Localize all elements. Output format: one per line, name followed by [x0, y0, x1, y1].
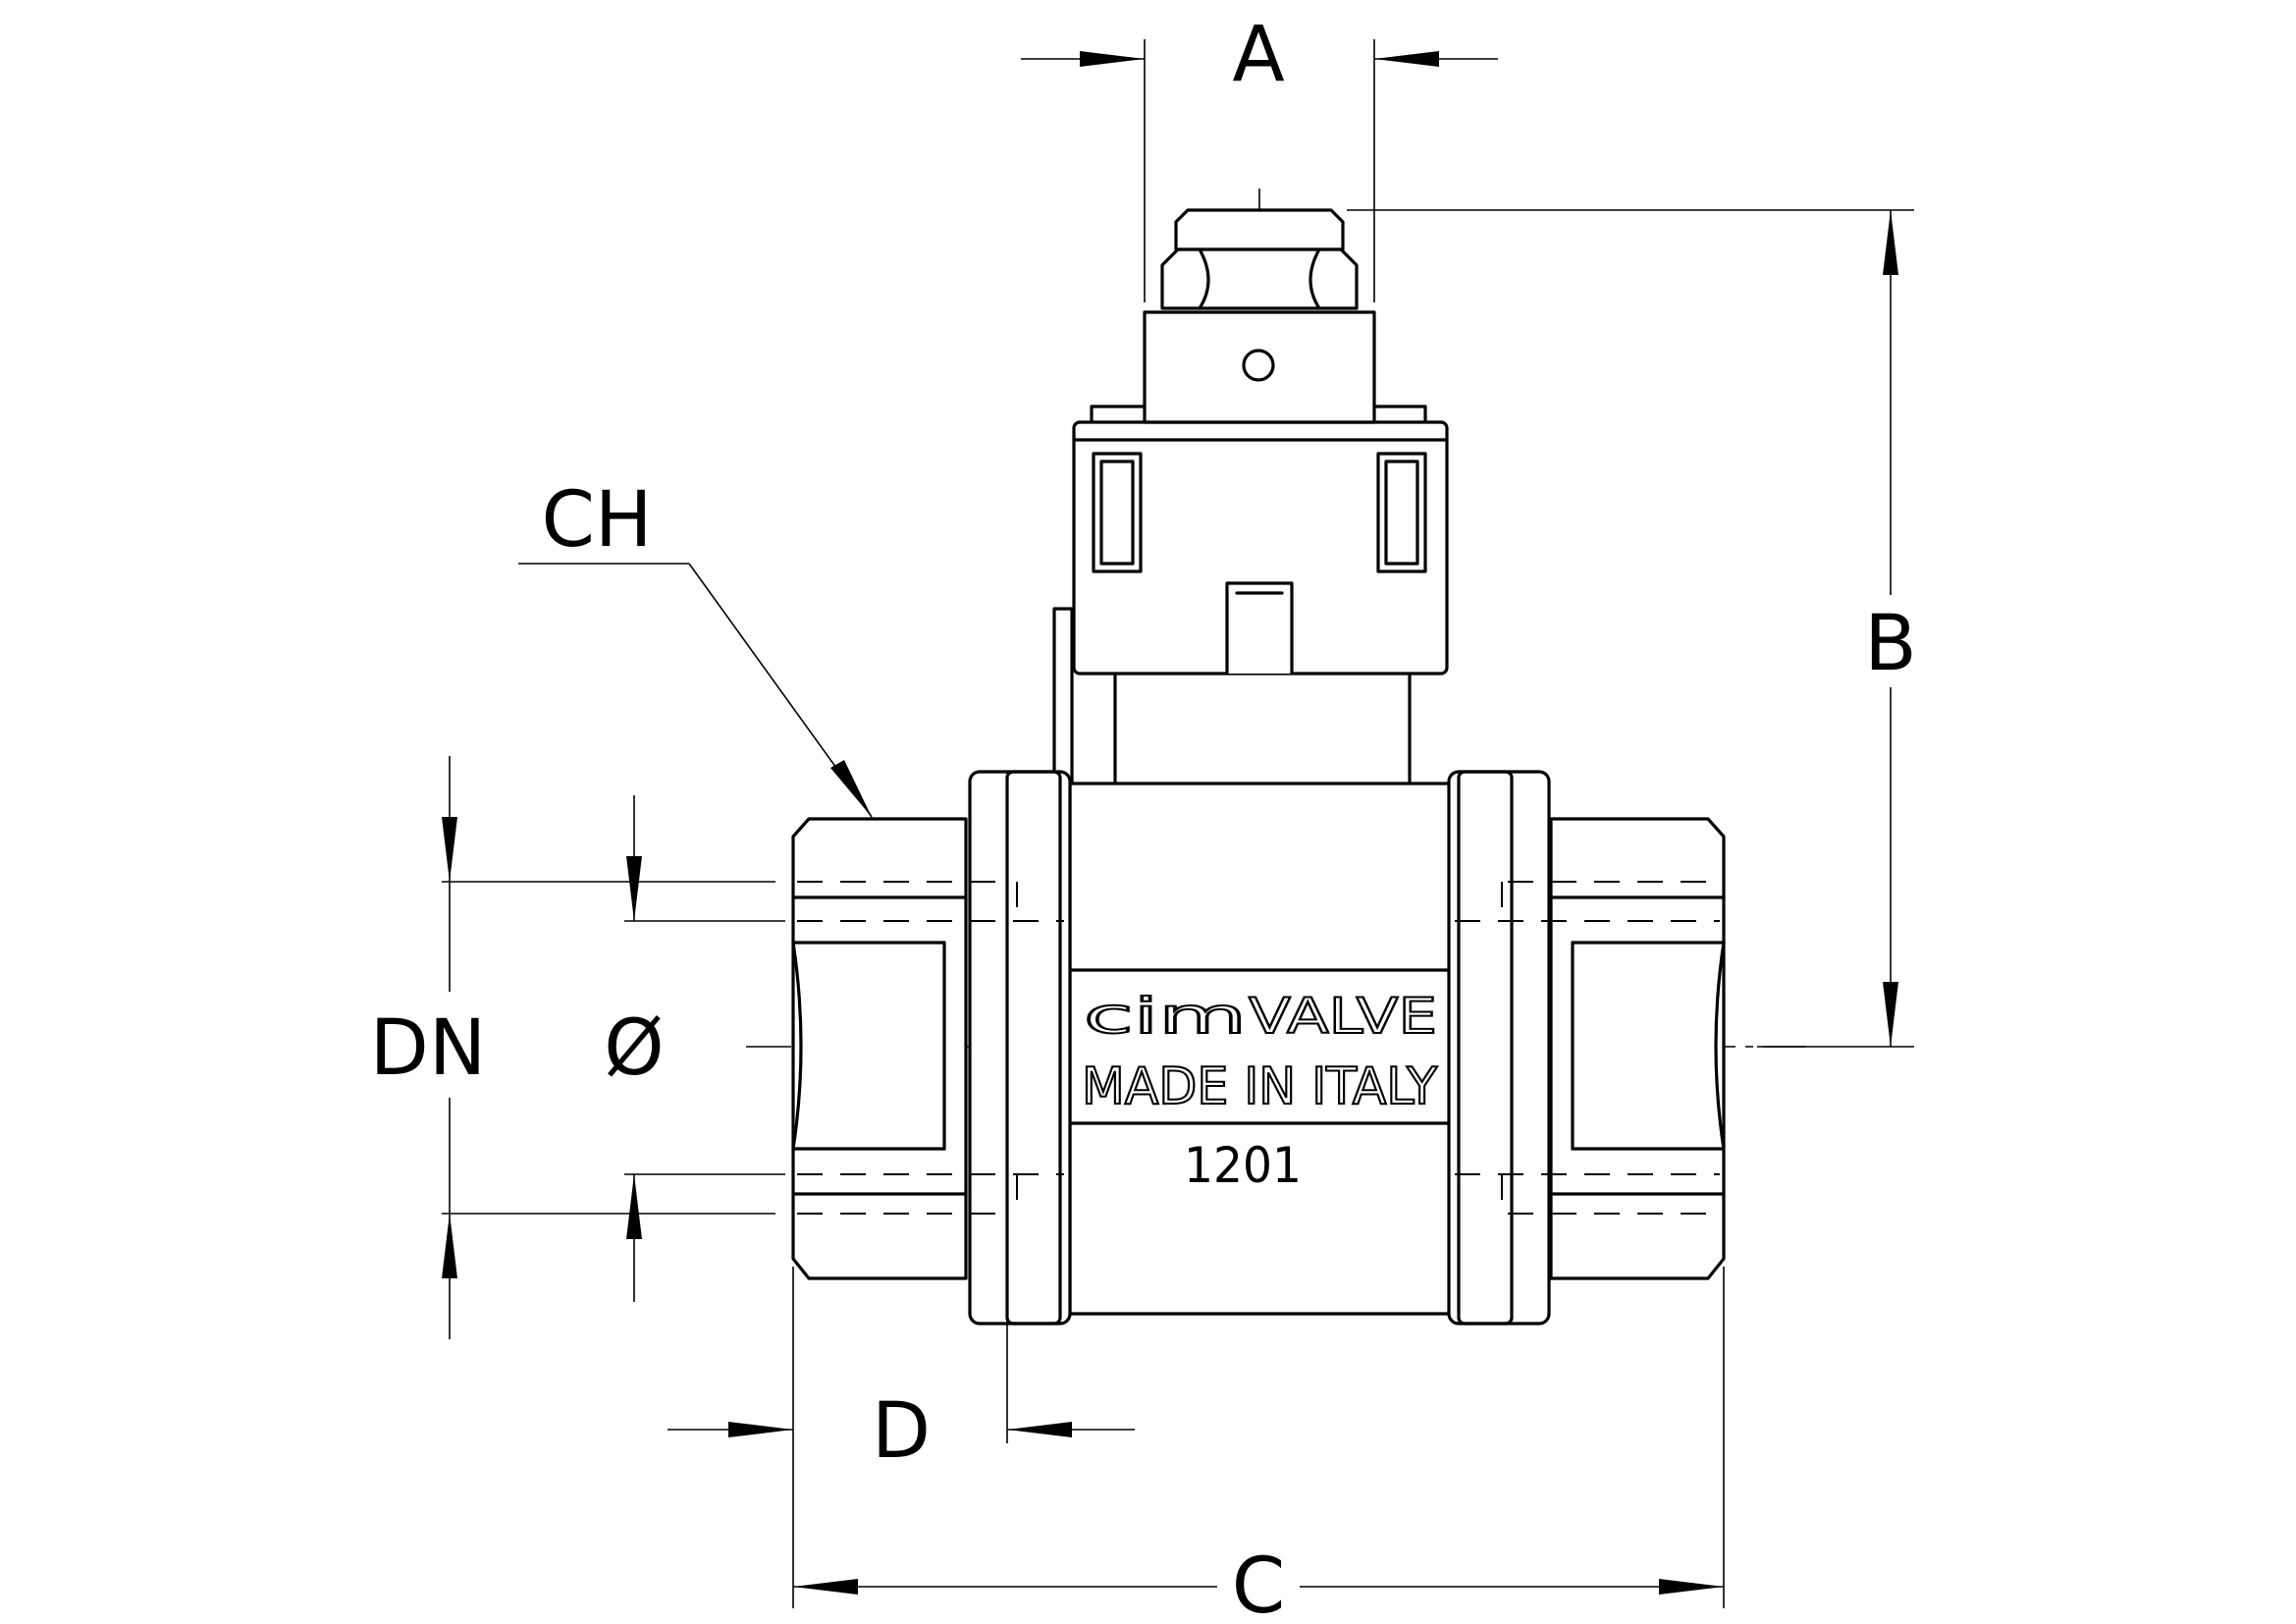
dimension-c: C — [792, 1267, 1725, 1624]
left-flange — [968, 770, 1072, 1326]
left-end-fitting — [791, 817, 968, 1280]
stem-top — [1143, 208, 1376, 424]
valve-body — [1068, 782, 1455, 1316]
dimension-phi: Ø — [604, 795, 785, 1302]
brand-suffix-text: VALVE — [1249, 988, 1437, 1045]
hidden-bore-lines — [797, 881, 1720, 1215]
dim-label-c: C — [1232, 1543, 1285, 1624]
actuator-housing — [1072, 405, 1449, 676]
dimension-a: A — [1021, 11, 1498, 302]
right-end-fitting — [1549, 817, 1726, 1280]
leader-ch: CH — [518, 476, 873, 818]
code-text: 1201 — [1184, 1137, 1302, 1194]
dim-label-a: A — [1232, 11, 1284, 99]
brand-logo: cim — [1084, 988, 1247, 1045]
dim-label-d: D — [872, 1387, 931, 1476]
dim-label-phi: Ø — [604, 1004, 664, 1093]
dim-label-b: B — [1864, 600, 1917, 688]
dimension-b: B — [1347, 209, 1917, 1048]
dimension-dn: DN — [370, 756, 775, 1339]
origin-text: MADE IN ITALY — [1082, 1057, 1437, 1116]
right-flange — [1447, 770, 1551, 1326]
dimension-d: D — [667, 1296, 1135, 1476]
dim-label-ch: CH — [541, 476, 652, 565]
body-marking: cim VALVE MADE IN ITALY 1201 — [1081, 987, 1438, 1194]
dim-label-dn: DN — [370, 1004, 486, 1093]
